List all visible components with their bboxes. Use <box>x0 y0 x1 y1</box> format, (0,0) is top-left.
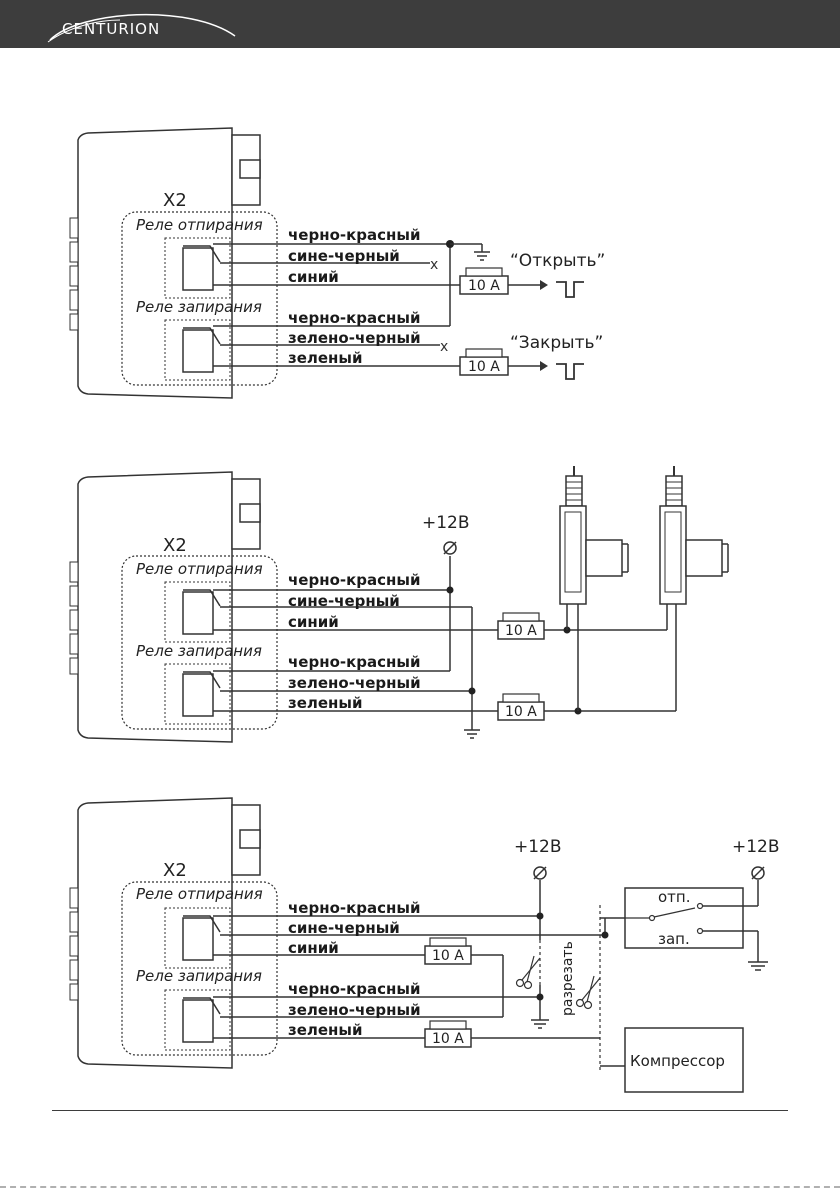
lock-relay-label: Реле запирания <box>136 642 262 660</box>
page-edge-dashes <box>0 1186 840 1188</box>
power-label: +12В <box>514 837 562 857</box>
svg-text:x: x <box>430 257 438 273</box>
svg-text:10 A: 10 A <box>432 1031 464 1047</box>
wire-label-blue: синий <box>288 613 339 631</box>
fuse: 10 A <box>424 937 472 965</box>
diagram-2: X2 Реле отпирания Реле запирания +12В че… <box>69 466 729 743</box>
wire-label-blue: синий <box>288 939 339 957</box>
door-actuator-icon <box>559 466 629 605</box>
fuse: 10 A <box>497 612 545 640</box>
svg-text:10 A: 10 A <box>432 948 464 964</box>
wire-label-blue: синий <box>288 268 339 286</box>
negative-pulse-icon <box>556 363 584 380</box>
cut-label: разрезать <box>560 941 576 1016</box>
fuse: 10 A <box>424 1020 472 1048</box>
wire-label-blue-black: сине-черный <box>288 247 400 265</box>
page-header: CENTURION <box>0 0 840 48</box>
compressor-box <box>624 1027 744 1093</box>
signal-close-label: “Закрыть” <box>510 333 603 353</box>
unlock-relay-label: Реле отпирания <box>136 560 263 578</box>
power-terminal-icon <box>751 866 765 880</box>
wire-label-black-red: черно-красный <box>288 980 420 998</box>
door-actuator-icon <box>659 466 729 605</box>
diagram-1: X2 Реле отпирания Реле запирания x x чер… <box>69 127 605 399</box>
wire-label-black-red: черно-красный <box>288 309 420 327</box>
svg-text:10 A: 10 A <box>505 623 537 639</box>
svg-text:10 A: 10 A <box>505 704 537 720</box>
ground-icon <box>474 244 490 261</box>
ground-icon <box>531 1019 549 1029</box>
wire-label-green: зеленый <box>288 694 363 712</box>
logo-swoosh-icon <box>47 13 236 43</box>
fuse: 10 A <box>459 348 509 376</box>
wire-label-blue-black: сине-черный <box>288 592 400 610</box>
wire-label-green-black: зелено-черный <box>288 1001 421 1019</box>
lock-relay-label: Реле запирания <box>136 967 262 985</box>
connector-label: X2 <box>163 535 187 556</box>
svg-text:x: x <box>440 339 448 355</box>
wire-label-black-red: черно-красный <box>288 899 420 917</box>
brand-logo: CENTURION <box>62 20 161 38</box>
power-label: +12В <box>732 837 780 857</box>
ground-icon <box>464 729 480 739</box>
connector-label: X2 <box>163 860 187 881</box>
wire-label-green: зеленый <box>288 349 363 367</box>
scissors-icon <box>575 975 601 1010</box>
fuse: 10 A <box>459 267 509 295</box>
svg-text:10 A: 10 A <box>468 359 500 375</box>
svg-text:10 A: 10 A <box>468 278 500 294</box>
wire-label-green-black: зелено-черный <box>288 674 421 692</box>
power-label: +12В <box>422 513 470 533</box>
wire-label-green-black: зелено-черный <box>288 329 421 347</box>
ground-icon <box>748 961 768 971</box>
footer-divider <box>52 1110 788 1111</box>
scissors-icon <box>515 955 541 990</box>
switch-lock-label: зап. <box>658 930 690 948</box>
wire-label-black-red: черно-красный <box>288 226 420 244</box>
power-terminal-icon <box>533 866 547 880</box>
compressor-label: Компрессор <box>630 1052 725 1070</box>
diagram-3: X2 Реле отпирания Реле запирания 10 A 10… <box>69 797 780 1093</box>
negative-pulse-icon <box>556 281 584 298</box>
connector-label: X2 <box>163 190 187 211</box>
wire-label-black-red: черно-красный <box>288 571 420 589</box>
fuse: 10 A <box>497 693 545 721</box>
wire-label-black-red: черно-красный <box>288 653 420 671</box>
wire-label-green: зеленый <box>288 1021 363 1039</box>
power-terminal-icon <box>443 541 457 555</box>
unlock-relay-label: Реле отпирания <box>136 885 263 903</box>
lock-relay-label: Реле запирания <box>136 298 262 316</box>
signal-open-label: “Открыть” <box>510 251 605 271</box>
switch-unlock-label: отп. <box>658 888 691 906</box>
wire-label-blue-black: сине-черный <box>288 919 400 937</box>
unlock-relay-label: Реле отпирания <box>136 216 263 234</box>
